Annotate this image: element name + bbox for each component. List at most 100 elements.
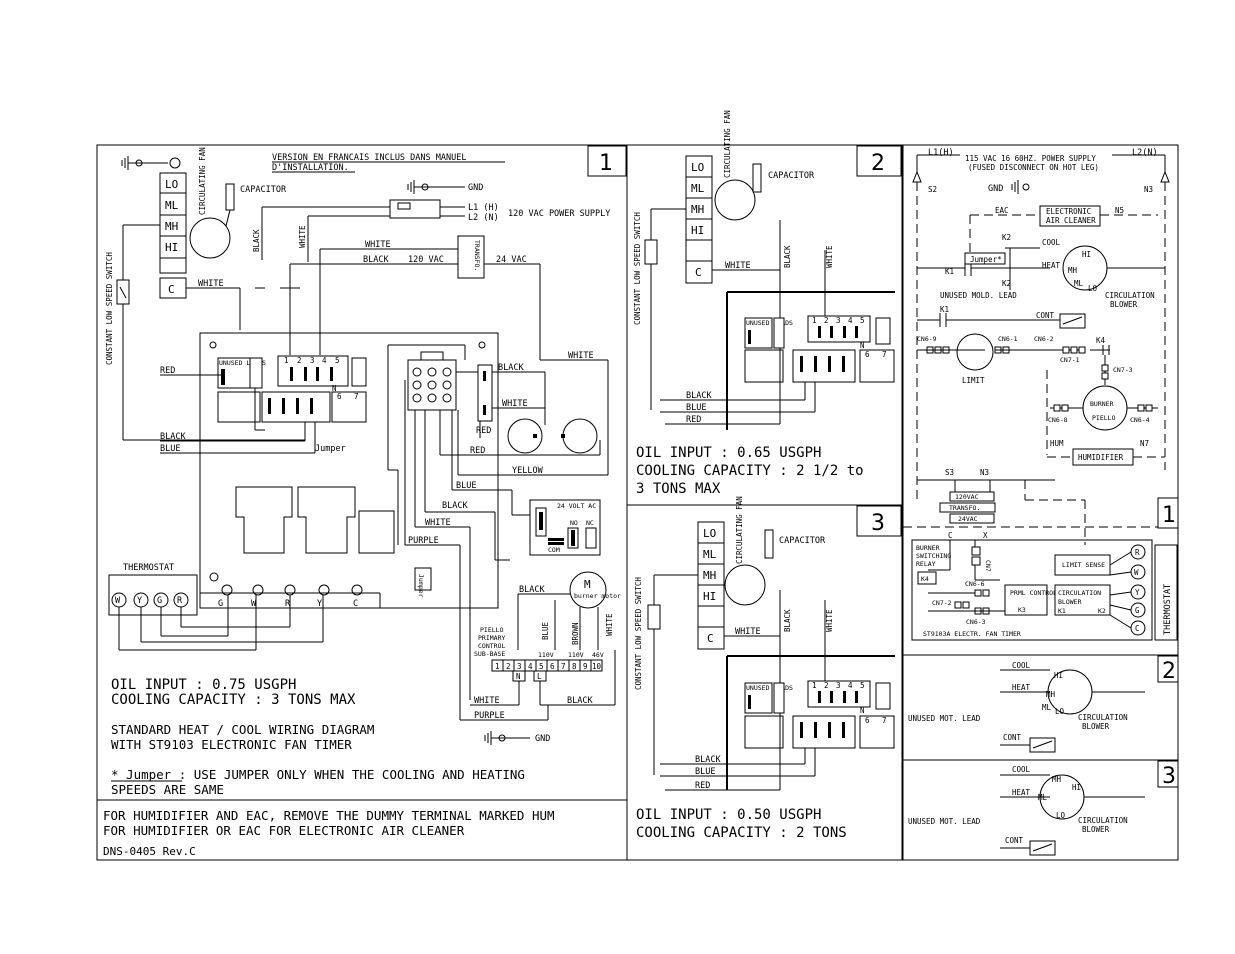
ladder-circ-blower-1-a: CIRCULATION <box>1105 291 1155 300</box>
jumper-note-line-2: SPEEDS ARE SAME <box>111 782 224 797</box>
ladder-cn6-4: CN6-4 <box>1130 416 1150 424</box>
v46-label: 46V <box>592 651 604 659</box>
svg-text:RED: RED <box>686 415 701 425</box>
unused-leads-label: UNUSED LEADS <box>219 359 266 367</box>
svg-text:W: W <box>1134 568 1139 577</box>
relay-no-label: NO <box>570 519 578 527</box>
ladder-cont-1: CONT <box>1036 311 1055 320</box>
ladder-thermostat-box <box>1154 544 1178 641</box>
ladder-humidifier: HUMIDIFIER <box>1078 453 1124 462</box>
yellow-label: YELLOW <box>512 466 544 476</box>
black-label-1: BLACK <box>252 229 261 252</box>
svg-text:6: 6 <box>865 716 870 725</box>
svg-text:6: 6 <box>337 392 342 401</box>
ladder-limit-icon <box>956 333 994 371</box>
svg-text:CONTROL: CONTROL <box>478 642 505 650</box>
panel-2-diagram: LO ML MH HI C CIRCULATING FAN CAPACITOR … <box>633 110 895 430</box>
svg-text:CIRCULATING FAN: CIRCULATING FAN <box>735 496 744 564</box>
ladder-cn7-2: CN7-2 <box>932 599 952 607</box>
ladder-cool-1: COOL <box>1042 238 1061 247</box>
ladder-k4-b: K4 <box>921 575 929 583</box>
ladder-supply-line-1: 115 VAC 16 60HZ. POWER SUPPLY <box>965 154 1096 163</box>
svg-text:1: 1 <box>812 681 817 690</box>
svg-text:ML: ML <box>1042 703 1052 712</box>
svg-text:CIRCULATION: CIRCULATION <box>1078 713 1128 722</box>
tap-mh: MH <box>165 220 178 233</box>
svg-text:BLACK: BLACK <box>783 245 792 268</box>
svg-text:K2: K2 <box>1098 607 1106 615</box>
ladder-n7: N7 <box>1140 439 1149 448</box>
tap-ml: ML <box>165 199 179 212</box>
svg-text:1: 1 <box>284 356 289 365</box>
ladder-circulation-blower-box <box>1054 584 1111 616</box>
svg-text:W: W <box>251 599 257 609</box>
ladder-n3b: N3 <box>980 468 989 477</box>
svg-text:7: 7 <box>561 662 566 671</box>
svg-text:CIRCULATION: CIRCULATION <box>1058 589 1101 597</box>
outlet-1-icon <box>507 418 543 454</box>
svg-text:C: C <box>695 266 702 279</box>
svg-text:C: C <box>1135 624 1140 633</box>
svg-text:MH: MH <box>1068 266 1078 275</box>
svg-text:MH: MH <box>1052 775 1062 784</box>
panel-2-cooling-capacity-line-1: COOLING CAPACITY : 2 1/2 to <box>636 463 864 479</box>
svg-text:9: 9 <box>583 662 588 671</box>
white-label-3: WHITE <box>198 279 224 289</box>
svg-text:R: R <box>1135 548 1140 557</box>
svg-text:CIRCULATION: CIRCULATION <box>1078 816 1128 825</box>
burner-motor-m: M <box>584 578 591 591</box>
black-label-5: BLACK <box>442 501 468 511</box>
panel-2-oil-input: OIL INPUT : 0.65 USGPH <box>636 445 821 461</box>
svg-text:7: 7 <box>354 392 359 401</box>
svg-text:WHITE: WHITE <box>735 627 761 637</box>
svg-text:BLUE: BLUE <box>695 767 715 777</box>
burner-motor-label: burner motor <box>574 592 621 600</box>
subbase-terminal-strip: 1 2 3 4 5 6 7 8 9 10 N L <box>491 659 603 682</box>
electronic-air-cleaner-box <box>1039 205 1101 227</box>
jumper-note-line-1: * Jumper : USE JUMPER ONLY WHEN THE COOL… <box>111 767 525 782</box>
svg-text:10: 10 <box>592 662 602 671</box>
svg-text:BLACK: BLACK <box>686 391 712 401</box>
burner-motor-icon <box>569 571 607 609</box>
white-label-2: WHITE <box>365 240 391 250</box>
ladder-cn6-1: CN6-1 <box>998 335 1018 343</box>
version-note-line-2: D'INSTALLATION. <box>272 163 349 173</box>
svg-text:HI: HI <box>1054 671 1063 680</box>
blue-label-2: BLUE <box>456 481 476 491</box>
svg-text:WHITE: WHITE <box>725 261 751 271</box>
red-label-3: RED <box>470 446 485 456</box>
ladder-circ-blower-1-b: BLOWER <box>1110 300 1138 309</box>
svg-text:RELAY: RELAY <box>916 560 936 568</box>
power-supply-label: 120 VAC POWER SUPPLY <box>508 209 610 219</box>
svg-text:CAPACITOR: CAPACITOR <box>768 171 815 181</box>
timer-terminals: G W R Y C <box>200 584 381 609</box>
ladder-x: X <box>983 531 988 540</box>
ladder-cn6-8: CN6-8 <box>1048 416 1068 424</box>
ladder-cn6-9: CN6-9 <box>917 335 937 343</box>
svg-text:2: 2 <box>506 662 511 671</box>
black-label-7: BLACK <box>567 696 593 706</box>
ladder-thermostat: THERMOSTAT <box>1163 584 1173 635</box>
svg-text:ML: ML <box>1038 793 1048 802</box>
eac-box-line-1: ELECTRONIC <box>1046 207 1091 216</box>
svg-text:L: L <box>537 672 542 681</box>
svg-text:2: 2 <box>297 356 302 365</box>
svg-text:CONSTANT LOW SPEED SWITCH: CONSTANT LOW SPEED SWITCH <box>633 212 642 325</box>
relay-com-label: COM <box>548 546 560 554</box>
svg-text:BLACK: BLACK <box>695 755 721 765</box>
svg-text:LO: LO <box>1056 811 1066 820</box>
thermostat-label: THERMOSTAT <box>123 563 174 573</box>
tap-hi: HI <box>165 241 178 254</box>
ladder-cn7-3: CN7-3 <box>1113 366 1133 374</box>
svg-text:LO: LO <box>1055 707 1065 716</box>
v110-label: 110V <box>538 651 554 659</box>
standard-title-line-2: WITH ST9103 ELECTRONIC FAN TIMER <box>111 737 352 752</box>
black-label-3: BLACK <box>160 432 186 442</box>
ladder-panel-1-number: 1 <box>1162 503 1176 528</box>
ladder-cn7-1: CN7-1 <box>1060 356 1080 364</box>
svg-text:K3: K3 <box>1018 606 1026 614</box>
black-label-2: BLACK <box>363 255 389 265</box>
svg-text:6: 6 <box>550 662 555 671</box>
ladder-ground-icon <box>1011 180 1030 194</box>
thermostat-g: G <box>157 596 162 606</box>
